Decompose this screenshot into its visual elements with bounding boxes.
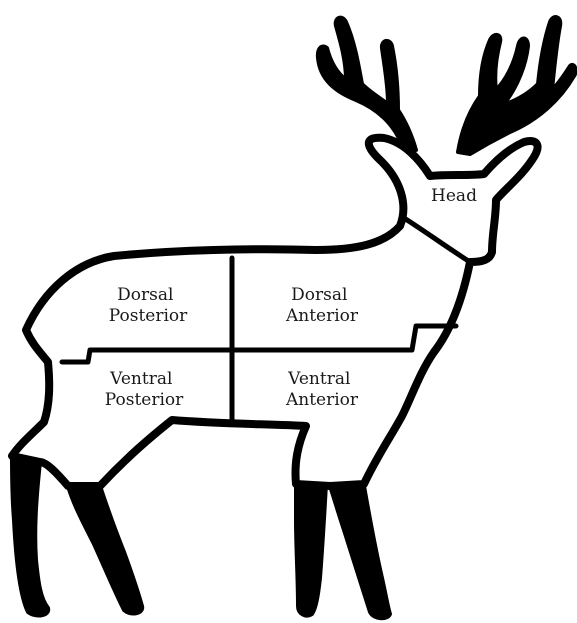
dorsal-posterior-label: Dorsal Posterior xyxy=(109,285,188,326)
hind-leg-back xyxy=(12,454,48,615)
right-antler xyxy=(458,17,576,154)
ventral-anterior-line2: Anterior xyxy=(285,390,359,410)
ventral-anterior-line1: Ventral xyxy=(287,369,350,389)
dorsal-anterior-line2: Anterior xyxy=(285,306,359,326)
fore-leg-back xyxy=(296,480,326,616)
left-antler xyxy=(318,18,416,152)
dorsal-posterior-line2: Posterior xyxy=(109,306,188,326)
dorsal-anterior-line1: Dorsal xyxy=(291,285,347,305)
hind-leg-front xyxy=(68,482,142,614)
dorsal-posterior-line1: Dorsal xyxy=(117,285,173,305)
ventral-anterior-label: Ventral Anterior xyxy=(285,369,359,410)
ventral-posterior-label: Ventral Posterior xyxy=(105,369,184,410)
dorsal-anterior-label: Dorsal Anterior xyxy=(285,285,359,326)
ventral-posterior-line2: Posterior xyxy=(105,390,184,410)
ventral-posterior-line1: Ventral xyxy=(109,369,172,389)
fore-leg-front xyxy=(330,482,390,619)
head-label: Head xyxy=(431,186,477,206)
antlers xyxy=(318,17,576,154)
